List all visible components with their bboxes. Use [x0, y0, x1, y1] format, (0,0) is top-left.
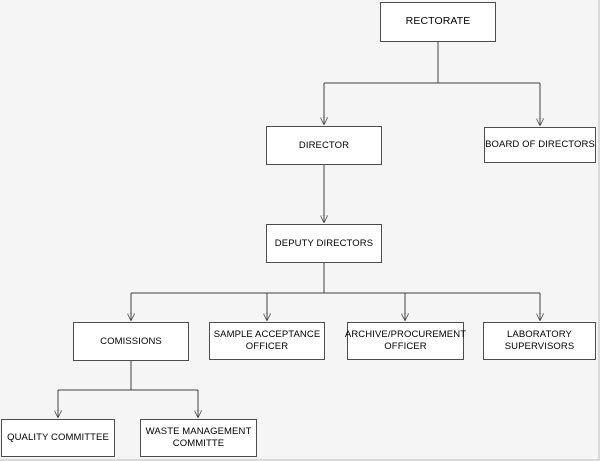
node-laboratory-supervisors-label: LABORATORY SUPERVISORS [504, 329, 575, 352]
node-sample-acceptance-officer-label: SAMPLE ACCEPTANCE OFFICER [213, 329, 321, 352]
node-deputy-directors-label: DEPUTY DIRECTORS [274, 237, 374, 249]
node-sample-acceptance-officer: SAMPLE ACCEPTANCE OFFICER [209, 322, 325, 360]
node-comissions: COMISSIONS [73, 322, 189, 361]
node-deputy-directors: DEPUTY DIRECTORS [266, 224, 382, 263]
node-director: DIRECTOR [266, 126, 382, 165]
node-quality-committee-label: QUALITY COMMITTEE [7, 432, 109, 444]
node-waste-management-committe-label: WASTE MANAGEMENT COMMITTE [145, 426, 252, 449]
node-quality-committee: QUALITY COMMITTEE [1, 419, 115, 457]
node-comissions-label: COMISSIONS [100, 335, 162, 347]
node-director-label: DIRECTOR [298, 139, 350, 151]
node-rectorate: RECTORATE [380, 2, 496, 42]
node-waste-management-committe: WASTE MANAGEMENT COMMITTE [140, 419, 257, 457]
node-laboratory-supervisors: LABORATORY SUPERVISORS [483, 322, 596, 360]
node-board-of-directors: BOARD OF DIRECTORS [484, 127, 596, 163]
node-archive-procurement-officer: ARCHIVE/PROCUREMENT OFFICER [344, 322, 467, 360]
node-rectorate-label: RECTORATE [405, 15, 471, 28]
node-board-of-directors-label: BOARD OF DIRECTORS [485, 139, 595, 151]
node-archive-procurement-officer-label: ARCHIVE/PROCUREMENT OFFICER [344, 329, 467, 352]
